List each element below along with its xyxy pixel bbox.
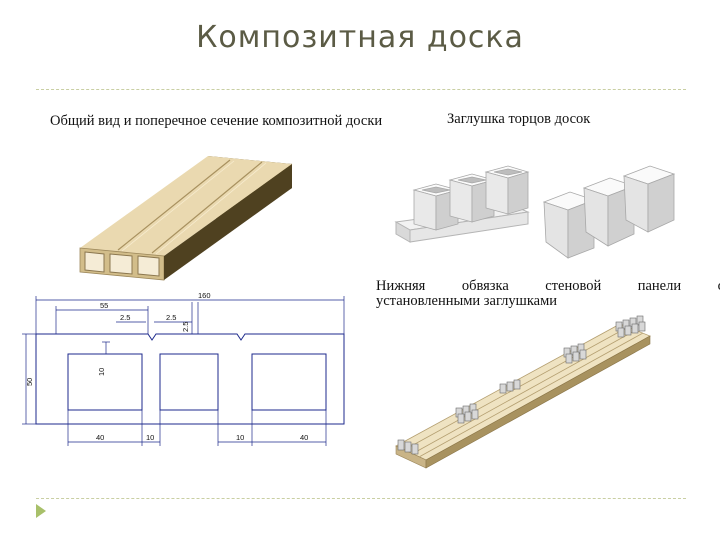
dim-10-vertical-label: 10 — [97, 368, 106, 376]
caption-bottom-frame-line2: установленными заглушками — [376, 293, 558, 309]
dim-40-label: 40 — [300, 433, 308, 442]
dim-40-label: 40 — [96, 433, 104, 442]
dim-2-5-label: 2.5 — [120, 313, 130, 322]
bottom-frame-illustration — [395, 315, 651, 469]
composite-board-illustration — [79, 156, 293, 281]
caption-word: панели — [637, 278, 682, 294]
dim-10-label: 10 — [236, 433, 244, 442]
dim-10-label: 10 — [146, 433, 154, 442]
caption-word: обвязка — [461, 278, 509, 294]
caption-word: Нижняя — [376, 278, 426, 294]
end-caps-illustration — [394, 165, 676, 259]
caption-bottom-frame-line1: Нижняя обвязка стеновой панели с — [376, 279, 720, 294]
dim-2-5-label: 2.5 — [181, 322, 190, 332]
slide-title: Композитная доска — [196, 20, 524, 55]
dim-width-label: 160 — [198, 291, 211, 300]
bottom-divider — [36, 498, 686, 499]
top-divider — [36, 89, 686, 90]
dim-55-label: 55 — [100, 301, 108, 310]
cross-section-drawing: 160 55 2.5 2.5 2.5 10 50 40 10 10 40 — [22, 291, 345, 446]
caption-word: стеновой — [545, 278, 602, 294]
caption-word: с — [718, 279, 720, 294]
caption-general-view: Общий вид и поперечное сечение композитн… — [50, 113, 383, 129]
slide-marker-icon — [36, 504, 46, 518]
dim-2-5-label: 2.5 — [166, 313, 176, 322]
caption-bottom-frame: Нижняя обвязка стеновой панели с установ… — [376, 279, 720, 309]
dim-height-label: 50 — [25, 378, 34, 386]
caption-end-caps: Заглушка торцов досок — [447, 111, 591, 127]
